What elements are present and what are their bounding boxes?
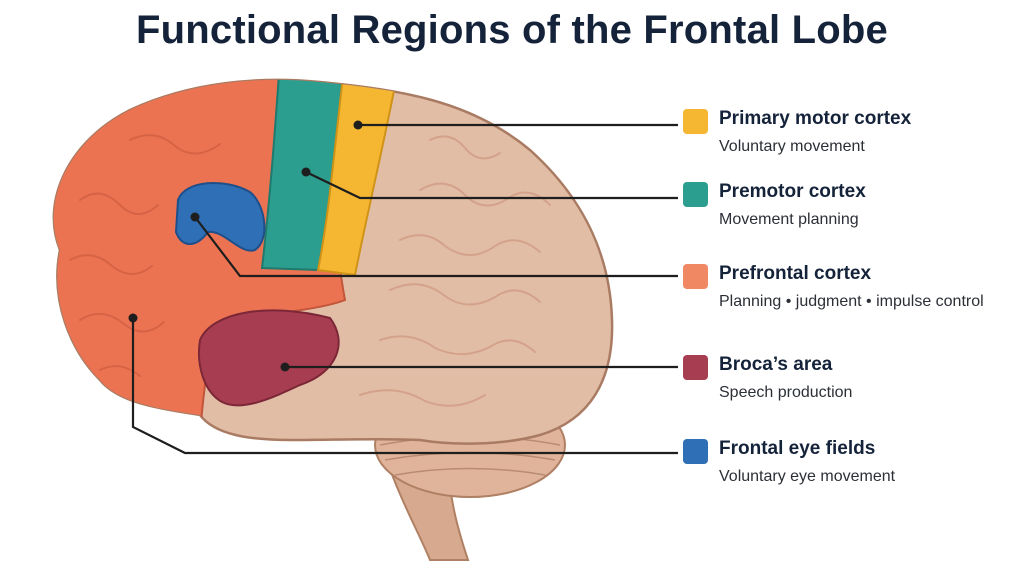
frontal-gyri-texture bbox=[69, 134, 221, 377]
leader-line-prefrontal bbox=[194, 216, 678, 278]
diagram-title: Functional Regions of the Frontal Lobe bbox=[135, 8, 888, 52]
leader-line-frontal-eye bbox=[131, 318, 678, 455]
legend-desc: Planning • judgment • impulse control bbox=[719, 293, 984, 310]
leader-dots bbox=[128, 120, 363, 372]
legend-swatch bbox=[683, 355, 708, 380]
legend-desc: Voluntary eye movement bbox=[719, 468, 896, 485]
legend-swatch bbox=[683, 439, 708, 464]
legend-desc: Speech production bbox=[719, 384, 853, 401]
legend-name: Frontal eye fields bbox=[719, 438, 876, 459]
legend-name: Premotor cortex bbox=[719, 181, 866, 202]
legend-name: Prefrontal cortex bbox=[719, 263, 872, 284]
legend-desc: Movement planning bbox=[719, 211, 859, 228]
leader-dot-primary-motor bbox=[353, 120, 363, 130]
leader-dot-broca bbox=[280, 362, 290, 372]
legend-name: Broca’s area bbox=[719, 354, 833, 375]
legend-name: Primary motor cortex bbox=[719, 108, 912, 129]
legend-desc: Voluntary movement bbox=[719, 138, 865, 155]
leader-dot-frontal-eye bbox=[128, 313, 138, 323]
leader-line-premotor bbox=[305, 171, 678, 200]
frontal-eye-fields-region bbox=[174, 182, 266, 252]
legend-swatch bbox=[683, 264, 708, 289]
leader-lines bbox=[131, 123, 678, 455]
gyri-texture bbox=[359, 135, 551, 407]
leader-dot-prefrontal bbox=[190, 212, 200, 222]
legend-swatch bbox=[683, 182, 708, 207]
brocas-area-region bbox=[198, 309, 340, 407]
legend-swatch bbox=[683, 109, 708, 134]
leader-dot-premotor bbox=[301, 167, 311, 177]
